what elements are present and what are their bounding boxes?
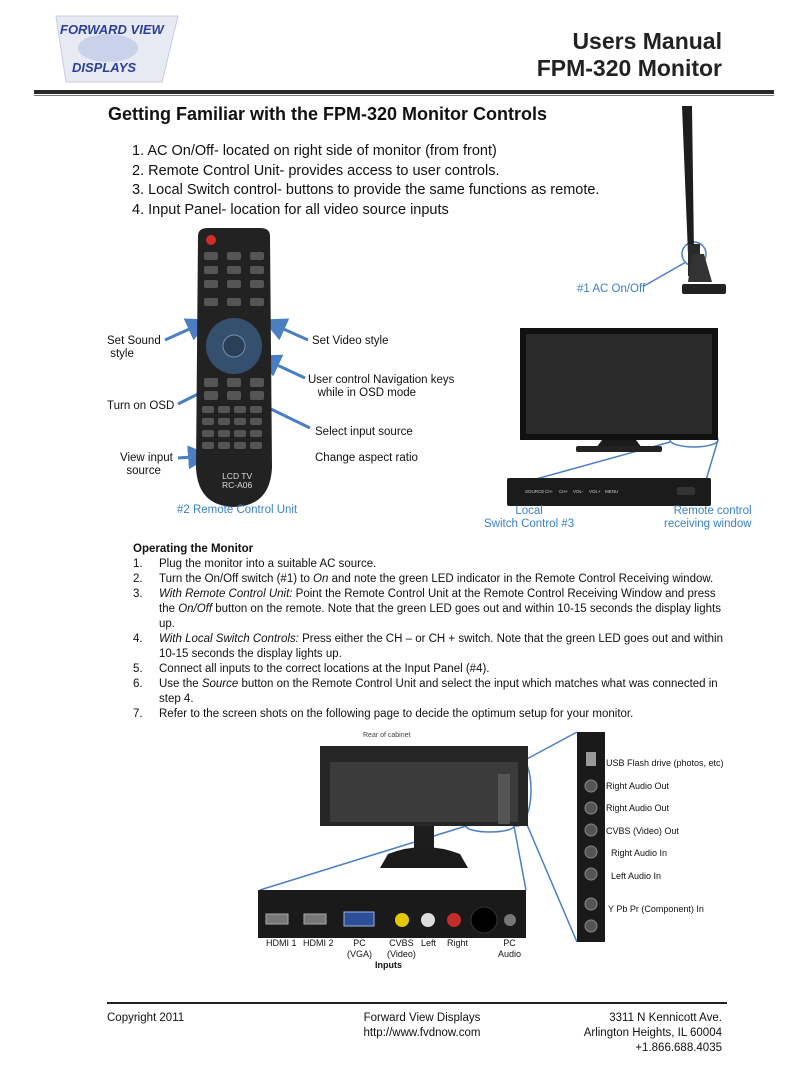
right-audio-port xyxy=(447,913,461,927)
step-number: 7. xyxy=(133,708,143,720)
remote-window-label: Remote control receiving window xyxy=(664,505,752,530)
input-panel xyxy=(258,890,526,938)
step-text: With Local Switch Controls: Press either… xyxy=(159,633,723,660)
remote-control-image xyxy=(190,228,278,508)
switch-ch-minus: CH- xyxy=(545,489,553,494)
pc-audio-port xyxy=(504,914,516,926)
local-switch-label: Local Switch Control #3 xyxy=(484,505,575,530)
callout-change-aspect-ratio: Change aspect ratio xyxy=(315,452,418,464)
operating-step: 7. Refer to the screen shots on the follo… xyxy=(133,707,733,722)
callout-set-sound-style: Set Sound style xyxy=(107,335,161,360)
svg-text:FORWARD VIEW: FORWARD VIEW xyxy=(60,22,165,37)
hdmi1-port xyxy=(265,913,289,925)
section-title: Getting Familiar with the FPM-320 Monito… xyxy=(108,104,548,124)
header-divider xyxy=(34,90,774,94)
step-number: 1. xyxy=(133,558,143,570)
operating-step: 3. With Remote Control Unit: Point the Re… xyxy=(133,587,733,632)
manual-title-line1: Users Manual xyxy=(572,28,722,54)
remote-brand: LCD TV RC-A06 xyxy=(222,472,252,490)
header-divider-thin xyxy=(34,95,774,96)
remote-brand-line1: LCD TV xyxy=(222,471,253,481)
step-number: 2. xyxy=(133,573,143,585)
step-text: Plug the monitor into a suitable AC sour… xyxy=(159,558,377,570)
monitor-front-view xyxy=(516,326,722,454)
input-label-cvbs: CVBS (Video) xyxy=(387,938,416,959)
step-number: 5. xyxy=(133,663,143,675)
step-text: Turn the On/Off switch (#1) to On and no… xyxy=(159,573,714,585)
footer-company: Forward View Displays http://www.fvdnow.… xyxy=(357,1011,487,1041)
operating-step: 2. Turn the On/Off switch (#1) to On and … xyxy=(133,572,733,587)
usb-port xyxy=(586,752,596,766)
input-label-pc-vga: PC (VGA) xyxy=(347,938,373,959)
controls-item: 1. AC On/Off- located on right side of m… xyxy=(132,143,497,159)
step-text: Use the Source button on the Remote Cont… xyxy=(159,678,718,705)
company-logo: FORWARD VIEW DISPLAYS xyxy=(52,14,182,84)
switch-source: SOURCE xyxy=(525,489,545,494)
controls-item: 4. Input Panel- location for all video s… xyxy=(132,201,449,218)
operating-steps: 1. Plug the monitor into a suitable AC so… xyxy=(133,557,733,722)
side-input-panel xyxy=(577,732,605,942)
operating-step: 1. Plug the monitor into a suitable AC so… xyxy=(133,557,733,572)
footer-company-name: Forward View Displays xyxy=(363,1012,481,1024)
port-label-cvbs-out: CVBS (Video) Out xyxy=(606,826,679,836)
inputs-title: Inputs xyxy=(375,960,402,970)
remote-caption: #2 Remote Control Unit xyxy=(177,504,298,516)
svg-text:DISPLAYS: DISPLAYS xyxy=(72,60,136,75)
footer-address-line1: 3311 N Kennicott Ave. xyxy=(609,1012,722,1024)
ac-on-off-label: #1 AC On/Off xyxy=(577,283,646,295)
callout-navigation-keys: User control Navigation keys while in OS… xyxy=(308,374,455,399)
operating-step: 4. With Local Switch Controls: Press eith… xyxy=(133,632,733,662)
port-label-component-in: Y Pb Pr (Component) In xyxy=(608,904,704,914)
footer-address: 3311 N Kennicott Ave. Arlington Heights,… xyxy=(584,1011,722,1056)
step-number: 6. xyxy=(133,678,143,690)
port-label-right-audio-in: Right Audio In xyxy=(611,848,668,858)
receiver-window xyxy=(677,487,695,495)
step-number: 4. xyxy=(133,633,143,645)
switch-vol-minus: VOL- xyxy=(573,489,584,494)
controls-item: 3. Local Switch control- buttons to prov… xyxy=(132,182,600,198)
port-label-left-audio-in: Left Audio In xyxy=(611,871,662,881)
hdmi2-port xyxy=(303,913,327,925)
vga-port xyxy=(343,911,375,927)
step-text: Refer to the screen shots on the followi… xyxy=(159,708,634,720)
operating-step: 5. Connect all inputs to the correct loca… xyxy=(133,662,733,677)
input-label-hdmi2: HDMI 2 xyxy=(303,938,334,948)
switch-ch-plus: CH+ xyxy=(559,489,569,494)
input-label-pc-audio: PC Audio xyxy=(498,938,522,959)
operating-title: Operating the Monitor xyxy=(133,543,254,555)
input-label-hdmi1: HDMI 1 xyxy=(266,938,297,948)
step-text: Connect all inputs to the correct locati… xyxy=(159,663,490,675)
switch-menu: MENU xyxy=(605,489,619,494)
footer-divider xyxy=(107,1002,727,1004)
operating-step: 6. Use the Source button on the Remote Co… xyxy=(133,677,733,707)
port-label-right-audio-out: Right Audio Out xyxy=(606,781,670,791)
callout-turn-on-osd: Turn on OSD xyxy=(107,400,175,412)
controls-item: 2. Remote Control Unit- provides access … xyxy=(132,162,500,179)
input-label-right: Right xyxy=(447,938,469,948)
manual-title: Users Manual FPM-320 Monitor xyxy=(537,28,722,82)
rear-caption: Rear of cabinet xyxy=(363,732,411,739)
callout-view-input-source: View input source xyxy=(120,452,173,477)
footer-phone: +1.866.688.4035 xyxy=(635,1042,722,1054)
local-switch-panel: SOURCE CH- CH+ VOL- VOL+ MENU xyxy=(507,478,711,506)
callout-select-input-source: Select input source xyxy=(315,426,413,438)
input-label-left: Left xyxy=(421,938,437,948)
footer-url[interactable]: http://www.fvdnow.com xyxy=(363,1027,481,1039)
port-label-right-audio-out-2: Right Audio Out xyxy=(606,803,670,813)
left-audio-port xyxy=(421,913,435,927)
controls-list: 1. AC On/Off- located on right side of m… xyxy=(132,142,599,220)
manual-title-line2: FPM-320 Monitor xyxy=(536,55,722,81)
callout-set-video-style: Set Video style xyxy=(312,335,389,347)
remote-brand-line2: RC-A06 xyxy=(222,480,253,490)
cvbs-port xyxy=(395,913,409,927)
step-text: With Remote Control Unit: Point the Remo… xyxy=(159,588,721,630)
switch-vol-plus: VOL+ xyxy=(589,489,601,494)
rear-cabinet-image xyxy=(318,744,530,884)
monitor-side-view xyxy=(652,104,742,308)
footer-copyright: Copyright 2011 xyxy=(107,1012,185,1024)
footer-address-line2: Arlington Heights, IL 60004 xyxy=(583,1027,722,1039)
port-label-usb: USB Flash drive (photos, etc) xyxy=(606,758,724,768)
step-number: 3. xyxy=(133,588,143,600)
arrow-video-style xyxy=(262,318,309,342)
